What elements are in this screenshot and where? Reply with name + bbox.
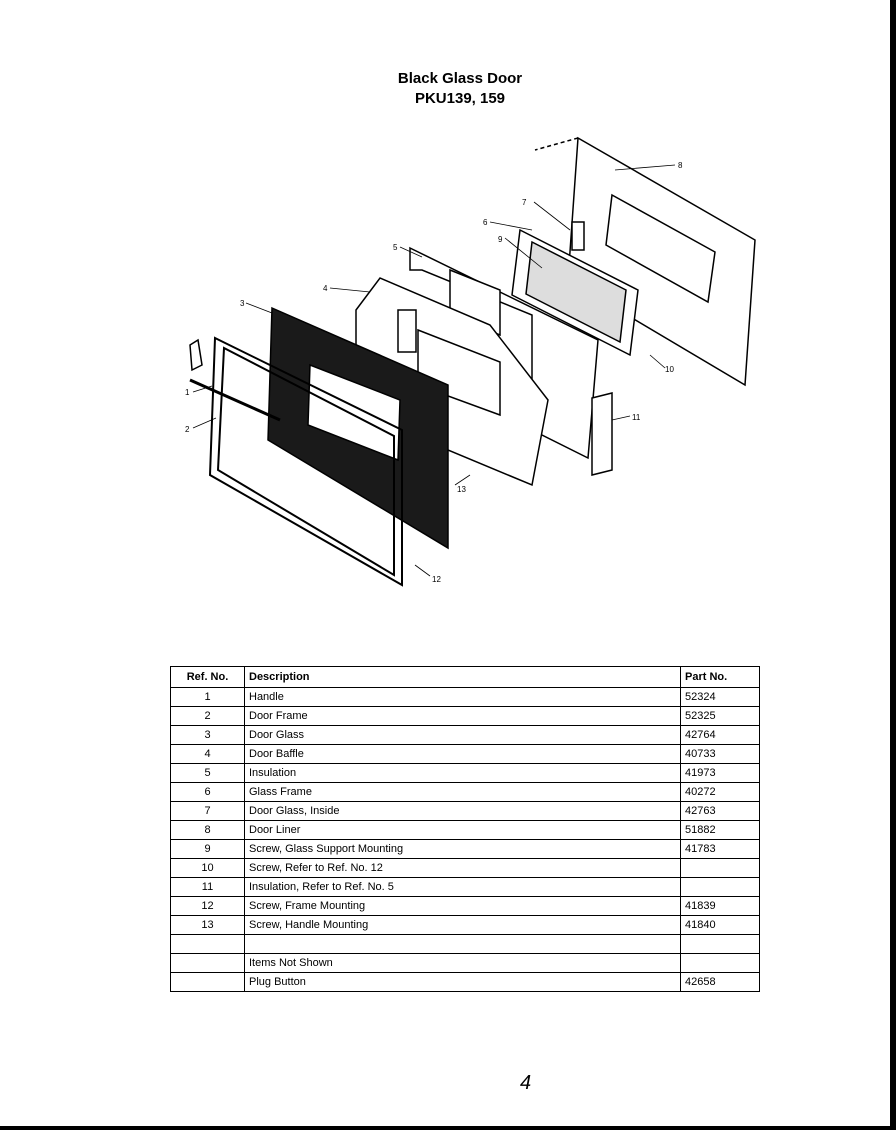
model-numbers: PKU139, 159 [414,90,506,107]
callout-label: 12 [432,575,441,584]
part-cell: 52325 [680,706,760,726]
description-cell: Insulation [244,763,681,783]
callout-leaders [192,164,676,577]
ref-cell: 9 [170,839,245,859]
ref-cell: 2 [170,706,245,726]
part-cell [680,877,760,897]
description-cell: Door Liner [244,820,681,840]
part-cell: 40733 [680,744,760,764]
description-cell: Door Baffle [244,744,681,764]
description-cell: Door Glass, Inside [244,801,681,821]
callout-label: 13 [457,485,466,494]
ref-cell [170,934,245,954]
door-frame-part [208,336,403,587]
callout-label: 6 [483,218,488,227]
callout-label: 9 [498,235,503,244]
description-cell: Glass Frame [244,782,681,802]
table-header-row: Ref. No. Description Part No. [170,666,760,688]
part-cell [680,858,760,878]
header-description: Description [244,666,681,688]
description-cell: Screw, Handle Mounting [244,915,681,935]
ref-cell: 12 [170,896,245,916]
callout-label: 10 [665,365,674,374]
part-cell: 42763 [680,801,760,821]
description-cell: Door Frame [244,706,681,726]
description-cell: Items Not Shown [244,953,681,973]
exploded-door-diagram: 1 2 3 4 5 6 7 8 9 10 11 12 13 [185,136,756,587]
description-cell: Insulation, Refer to Ref. No. 5 [244,877,681,897]
ref-cell: 4 [170,744,245,764]
callout-label: 1 [185,388,190,397]
callout-label: 2 [185,425,190,434]
description-cell: Screw, Glass Support Mounting [244,839,681,859]
callout-labels: 1 2 3 4 5 6 7 8 9 10 11 12 13 [185,161,683,584]
part-cell: 42764 [680,725,760,745]
door-baffle-part [355,277,549,487]
ref-cell: 1 [170,687,245,707]
part-cell: 41840 [680,915,760,935]
description-cell: Screw, Frame Mounting [244,896,681,916]
part-cell: 41839 [680,896,760,916]
callout-label: 8 [678,161,683,170]
ref-cell: 8 [170,820,245,840]
description-cell: Screw, Refer to Ref. No. 12 [244,858,681,878]
part-cell: 52324 [680,687,760,707]
ref-cell: 5 [170,763,245,783]
ref-cell: 6 [170,782,245,802]
ref-cell [170,972,245,992]
description-cell: Plug Button [244,972,681,992]
ref-cell: 3 [170,725,245,745]
part-cell: 42658 [680,972,760,992]
document-title: Black Glass Door [397,70,523,87]
part-cell [680,953,760,973]
door-liner-part [531,136,756,387]
ref-cell [170,953,245,973]
part-cell: 51882 [680,820,760,840]
glass-frame-part [511,221,639,357]
ref-cell: 10 [170,858,245,878]
part-cell: 41783 [680,839,760,859]
header-ref-no: Ref. No. [170,666,245,688]
part-cell: 40272 [680,782,760,802]
description-cell: Door Glass [244,725,681,745]
ref-cell: 13 [170,915,245,935]
callout-label: 4 [323,284,328,293]
part-cell [680,934,760,954]
description-cell: Handle [244,687,681,707]
part-cell: 41973 [680,763,760,783]
ref-cell: 7 [170,801,245,821]
table-row [170,934,760,954]
handwritten-mark: 4 [520,1072,532,1094]
side-insulation-part [591,392,613,476]
callout-label: 11 [632,413,641,422]
callout-label: 3 [240,299,245,308]
description-cell [244,934,681,954]
callout-label: 5 [393,243,398,252]
handle-part [189,338,281,422]
callout-label: 7 [522,198,527,207]
ref-cell: 11 [170,877,245,897]
table-row: Items Not Shown [170,953,760,973]
header-part-no: Part No. [680,666,760,688]
